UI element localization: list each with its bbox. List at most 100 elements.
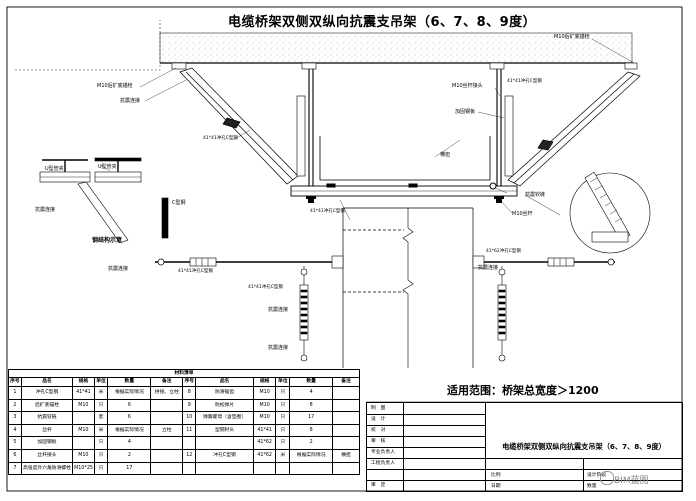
table-cell: 2 xyxy=(289,436,334,450)
table-cell xyxy=(332,386,360,400)
table-cell xyxy=(150,436,184,450)
label-c-channel-small: C型钢 xyxy=(172,200,186,206)
table-cell: 2 xyxy=(107,448,152,463)
table-cell: 1 xyxy=(8,386,22,400)
table-cell: 加固钢板 xyxy=(20,436,74,450)
steel-structure-detail xyxy=(39,157,169,244)
title-block-row-label: 工程负责人 xyxy=(371,461,395,466)
label-c-channel-center: 41*41冲孔C型钢 xyxy=(310,209,345,214)
label-seismic-connector-left: 抗震连接 xyxy=(120,98,141,104)
design-stage-label: 设计阶段 xyxy=(587,473,607,478)
table-cell: 只 xyxy=(93,461,109,476)
material-table-header-cell: 序号 xyxy=(8,377,22,387)
table-cell: 根据实际情况 xyxy=(107,386,152,400)
table-cell: 8 xyxy=(289,423,334,438)
material-table-header-cell: 单位 xyxy=(275,377,291,387)
table-cell: 8 xyxy=(289,398,334,413)
table-cell xyxy=(150,448,184,463)
table-cell: 3 xyxy=(8,411,22,425)
title-block-row: 审 核 xyxy=(367,436,485,448)
label-c-channel-mid-right: 41*62冲孔C型钢 xyxy=(486,249,521,254)
cable-tray xyxy=(290,136,518,197)
right-diagonal-brace xyxy=(507,71,641,187)
table-cell: 根据实际情况 xyxy=(289,448,334,463)
table-cell: 后扩底锚栓 xyxy=(20,398,74,413)
title-block-drawing-title: 电缆桥架双侧双纵向抗震支吊架（6、7、8、9度） xyxy=(502,442,666,451)
label-bracket: 横担 xyxy=(440,152,451,158)
label-seismic-connector-detail: 抗震连接 xyxy=(35,207,56,213)
material-table-header-cell: 序号 xyxy=(182,377,197,387)
table-cell: 只 xyxy=(93,398,109,413)
watermark: BIM蓝图 xyxy=(614,476,649,486)
table-cell xyxy=(150,461,184,476)
table-cell: 17 xyxy=(289,411,334,425)
table-cell xyxy=(182,461,197,476)
table-cell xyxy=(252,461,277,476)
qty-label: 数量 xyxy=(587,484,597,489)
table-cell xyxy=(332,436,360,450)
scope-text: 适用范围：桥架总宽度＞1200 xyxy=(447,384,599,397)
table-cell: 6 xyxy=(8,448,22,463)
table-cell: 4 xyxy=(8,423,22,438)
table-cell: 5 xyxy=(8,436,22,450)
label-c-channel-mid-left: 41*41冲孔C型钢 xyxy=(178,269,213,274)
table-cell xyxy=(275,461,291,476)
label-seismic-bottom-right: 抗震连接 xyxy=(268,345,289,351)
table-cell: 11 xyxy=(182,423,197,438)
label-u-clamp-1: U型管夹 xyxy=(45,166,64,172)
title-block-row-label: 制 图 xyxy=(371,406,386,411)
material-table-header-cell: 规格 xyxy=(72,377,95,387)
table-cell xyxy=(195,436,254,450)
table-cell: 41*41 xyxy=(72,386,95,400)
table-cell: 抗震铰链 xyxy=(20,411,74,425)
table-cell: 4 xyxy=(289,386,334,400)
table-cell: M10 xyxy=(252,411,277,425)
table-cell: 型钢封头 xyxy=(195,423,254,438)
table-cell: M10 xyxy=(252,386,277,400)
left-diagonal-brace xyxy=(179,67,299,185)
table-cell: 41*62 xyxy=(252,436,277,450)
title-block-row: 设 计 xyxy=(367,414,485,426)
label-m10-expansion-bolt-right: M10后扩底锚栓 xyxy=(554,34,590,40)
table-cell xyxy=(289,461,334,476)
material-table-header-cell: 规格 xyxy=(252,377,277,387)
table-cell: 立柱 xyxy=(150,423,184,438)
detail-caption: 钢结构示意 xyxy=(92,237,123,244)
label-m10-rod-connector: M10丝杆接头 xyxy=(452,83,483,89)
title-block: 制 图设 计校 对审 核专业负责人工程负责人审 定 电缆桥架双侧双纵向抗震支吊架… xyxy=(366,402,683,492)
label-m10-rod: M10丝杆 xyxy=(512,211,533,217)
table-cell: 米 xyxy=(93,386,109,400)
title-block-row-label: 专业负责人 xyxy=(371,450,395,455)
title-block-row: 专业负责人 xyxy=(367,447,485,459)
label-seismic-bottom-left: 41*41冲孔C型钢 xyxy=(248,285,283,290)
table-cell: 9 xyxy=(182,398,197,413)
table-cell xyxy=(72,411,95,425)
material-table-header-cell: 数量 xyxy=(107,377,152,387)
table-cell: M10 xyxy=(252,398,277,413)
date-label: 日期 xyxy=(491,484,501,489)
label-m10-expansion-bolt-left: M10后扩底锚栓 xyxy=(97,83,133,89)
title-block-row-label: 校 对 xyxy=(371,428,386,433)
table-cell: M10 xyxy=(72,423,95,438)
table-cell xyxy=(332,411,360,425)
scale-label: 比例 xyxy=(491,473,501,478)
table-cell: 只 xyxy=(275,423,291,438)
table-cell: 6 xyxy=(107,398,152,413)
title-block-row: 审 定 xyxy=(367,480,485,492)
table-cell: 米 xyxy=(93,423,109,438)
label-c-channel-left: 41*41冲孔C型钢 xyxy=(203,136,238,141)
table-cell: 41*62 xyxy=(252,448,277,463)
table-cell: 防滑锯齿 xyxy=(195,386,254,400)
label-reinforcement-clamp: 加固钢板 xyxy=(455,109,476,115)
table-cell: 只 xyxy=(93,448,109,463)
title-block-row-label: 设 计 xyxy=(371,417,386,422)
label-seismic-component: 抗震铰链 xyxy=(525,192,546,198)
title-block-row xyxy=(367,469,485,481)
table-cell: 6 xyxy=(107,411,152,425)
vertical-chain-braces xyxy=(299,266,507,362)
